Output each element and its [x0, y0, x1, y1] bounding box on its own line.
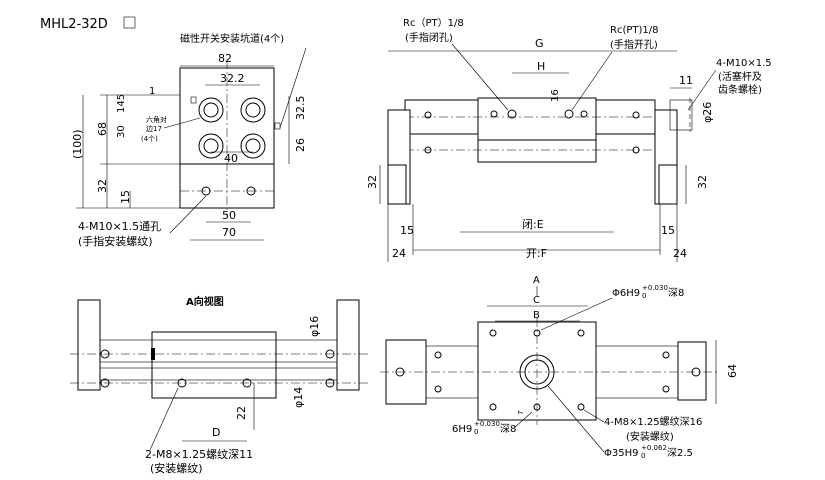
a-finger-right — [336, 299, 360, 391]
note-6h9-b-tol: +0.030 — [474, 420, 500, 428]
note-6h9-tol: +0.030 — [642, 284, 668, 292]
a-view: A向视图 φ16 φ14 22 D 2-M8×1.25螺纹深11 (安装螺纹) — [70, 295, 370, 475]
dim-40: 40 — [224, 152, 238, 165]
front-ports — [190, 96, 281, 159]
dim-32-5: 32.5 — [294, 96, 307, 121]
label-C: C — [533, 295, 540, 306]
note-6h9-b-depth: 深8 — [500, 423, 516, 435]
dim-phi26: φ26 — [701, 102, 714, 123]
note-6h9-tol0: 0 — [642, 292, 646, 300]
dim-50: 50 — [222, 209, 236, 222]
dim-32: 32 — [96, 179, 109, 193]
note-35-tol0: 0 — [641, 452, 645, 460]
dim-16: 16 — [550, 89, 561, 102]
dim-24-left: 24 — [392, 247, 406, 260]
a-dim-phi16: φ16 — [308, 316, 321, 337]
note-35: Φ35H9 — [604, 448, 638, 459]
note-6h9-b: 6H9 — [452, 424, 472, 435]
note-m8: 4-M8×1.25螺纹深16 — [604, 415, 702, 428]
dim-82: 82 — [218, 52, 232, 65]
dim-145: 145 — [116, 94, 127, 113]
dim-70: 70 — [222, 226, 236, 239]
note-6h9-depth: 深8 — [668, 287, 684, 299]
port-close: Rc（PT）1/8 — [403, 17, 464, 29]
dim-G: G — [535, 37, 544, 50]
note-35-tol: +0.062 — [641, 444, 667, 452]
dim-15-right: 15 — [661, 224, 675, 237]
note-m8-2: (安装螺纹) — [626, 430, 674, 443]
dim-15: 15 — [119, 190, 132, 204]
label-A: A — [533, 275, 540, 286]
bottom-view: A C B 64 7 Φ6H9 +0.030 0 深8 6 — [380, 275, 739, 460]
side-view: G H 16 11 φ26 Rc（PT）1/8 (手指闭孔) Rc(PT)1/8… — [366, 17, 772, 262]
bottom-center-bore — [519, 354, 555, 390]
port-close-note: (手指闭孔) — [405, 31, 453, 44]
note-hex: 六角对 — [146, 115, 167, 124]
a-note-m8: 2-M8×1.25螺纹深11 — [145, 447, 253, 461]
dim-32-right: 32 — [696, 175, 709, 189]
note-m10: 4-M10×1.5 — [716, 58, 772, 69]
front-view: 82 32.2 1 145 30 六角对 边17 (4个) 40 32.5 26… — [71, 32, 307, 248]
a-dim-phi14: φ14 — [292, 387, 305, 408]
dim-32-left: 32 — [366, 175, 379, 189]
note-6h9-b-tol0: 0 — [474, 428, 478, 436]
port-open-note: (手指开孔) — [610, 38, 658, 51]
note-hex-3: (4个) — [141, 135, 158, 143]
title-checkbox-icon — [123, 16, 136, 29]
dim-24-right: 24 — [673, 247, 687, 260]
dim-68: 68 — [96, 122, 109, 136]
dim-26: 26 — [294, 138, 307, 152]
note-m10-3: 齿条螺栓) — [718, 83, 762, 96]
dim-30: 30 — [116, 125, 127, 138]
model-title: MHL2-32D — [40, 17, 108, 32]
dim-15-left: 15 — [400, 224, 414, 237]
note-thread: 4-M10×1.5通孔 — [78, 220, 161, 233]
label-B: B — [533, 310, 540, 321]
a-dim-D: D — [212, 426, 220, 439]
view-a-title: A向视图 — [186, 295, 224, 308]
open-F: 开:F — [526, 247, 547, 260]
dim-1: 1 — [149, 86, 155, 97]
dim-32-2: 32.2 — [220, 72, 245, 85]
side-cylinder-body — [477, 97, 597, 141]
note-thread-2: (手指安装螺纹) — [78, 234, 153, 248]
port-open: Rc(PT)1/8 — [610, 25, 658, 36]
note-m10-2: (活塞杆及 — [718, 70, 762, 83]
dim-100: (100) — [71, 129, 84, 159]
close-E: 闭:E — [522, 218, 544, 231]
a-dim-22: 22 — [235, 406, 248, 420]
note-35-depth: 深2.5 — [667, 447, 693, 459]
note-hex-2: 边17 — [146, 124, 162, 133]
dim-64: 64 — [726, 364, 739, 378]
note-sensor-groove: 磁性开关安装坑道(4个) — [180, 32, 284, 45]
a-body — [151, 331, 277, 399]
a-finger-left — [77, 299, 101, 391]
note-6h9: Φ6H9 — [612, 288, 640, 299]
dim-11: 11 — [679, 74, 693, 87]
dim-7: 7 — [517, 411, 525, 415]
a-note-m8-2: (安装螺纹) — [150, 461, 203, 475]
dim-H: H — [537, 60, 545, 73]
